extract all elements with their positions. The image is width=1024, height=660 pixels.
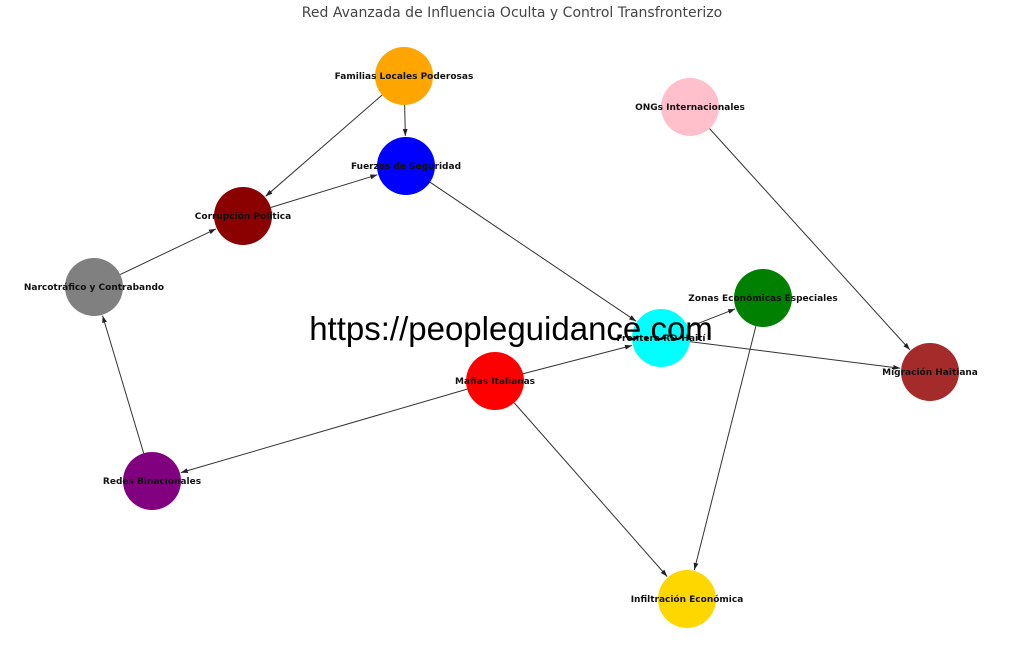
- node-familias: [375, 47, 433, 105]
- node-label-migracion: Migración Haitiana: [882, 367, 978, 378]
- node-narco: [65, 258, 123, 316]
- node-fuerzas: [377, 137, 435, 195]
- node-migracion: [901, 343, 959, 401]
- node-redes: [123, 452, 181, 510]
- edge-frontera-to-migracion: [689, 341, 901, 370]
- node-zonas: [734, 269, 792, 327]
- node-label-mafias: Mafias Italianas: [455, 377, 535, 387]
- node-layer: [65, 47, 959, 628]
- node-frontera: [632, 309, 690, 367]
- edge-narco-to-corrupcion: [119, 228, 217, 275]
- edge-zonas-to-infiltracion: [693, 325, 757, 571]
- edge-mafias-to-infiltracion: [513, 402, 668, 577]
- edge-corrupcion-to-fuerzas: [270, 174, 378, 208]
- edge-frontera-to-zonas: [687, 308, 736, 328]
- node-label-corrupcion: Corrupción Política: [195, 211, 291, 222]
- edge-ongs-to-migracion: [709, 128, 911, 351]
- watermark-text: https://peopleguidance.com: [309, 310, 713, 347]
- node-label-infiltracion: Infiltración Económica: [631, 594, 744, 605]
- node-mafias: [466, 352, 524, 410]
- edge-mafias-to-frontera: [522, 344, 633, 375]
- node-corrupcion: [214, 187, 272, 245]
- edge-mafias-to-redes: [180, 388, 468, 474]
- edge-layer: [102, 94, 911, 577]
- edge-fuerzas-to-frontera: [429, 181, 637, 322]
- node-label-narco: Narcotráfico y Contrabando: [24, 283, 164, 293]
- node-ongs: [661, 78, 719, 136]
- edge-familias-to-corrupcion: [265, 94, 383, 197]
- node-label-fuerzas: Fuerzas de Seguridad: [351, 162, 461, 172]
- node-label-zonas: Zonas Económicas Especiales: [688, 293, 837, 304]
- diagram-title: Red Avanzada de Influencia Oculta y Cont…: [302, 5, 722, 21]
- node-infiltracion: [658, 570, 716, 628]
- node-label-familias: Familias Locales Poderosas: [335, 72, 474, 82]
- edge-familias-to-fuerzas: [402, 104, 408, 137]
- edge-redes-to-narco: [102, 315, 145, 454]
- node-label-frontera: Frontera RD-Haití: [616, 334, 706, 344]
- node-label-ongs: ONGs Internacionales: [635, 103, 745, 113]
- node-label-redes: Redes Binacionales: [103, 477, 201, 487]
